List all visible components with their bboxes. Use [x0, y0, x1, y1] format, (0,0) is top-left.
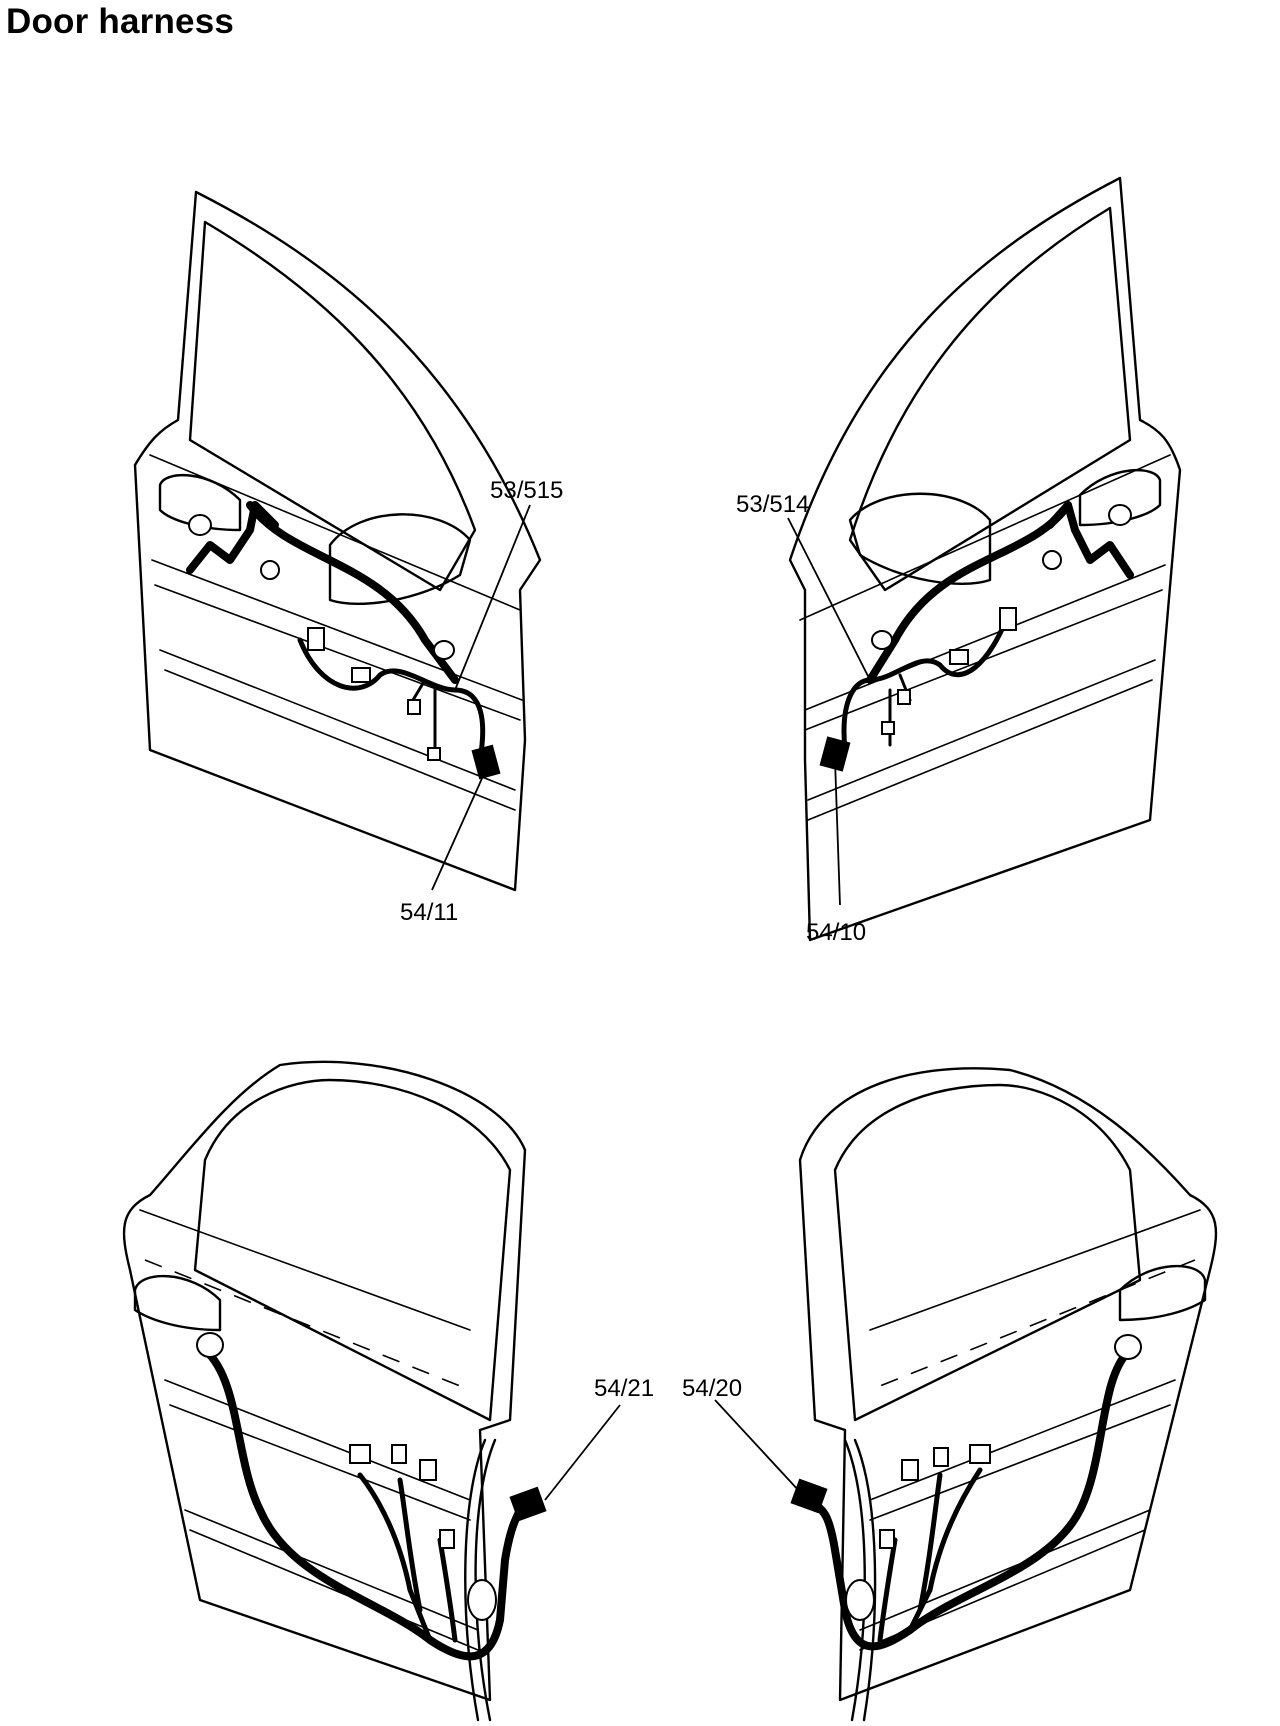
callout-53-515: 53/515: [490, 477, 563, 504]
front-right-door: [787, 176, 1182, 942]
callout-54-21: 54/21: [594, 1375, 654, 1402]
rear-left-door: [122, 1060, 621, 1722]
page-title: Door harness: [6, 2, 235, 41]
callout-54-20: 54/20: [682, 1375, 742, 1402]
callout-53-514: 53/514: [736, 491, 809, 518]
callout-54-11: 54/11: [400, 899, 458, 926]
callout-54-10: 54/10: [806, 919, 866, 946]
front-left-door: [133, 190, 542, 892]
rear-right-door: [714, 1067, 1218, 1722]
